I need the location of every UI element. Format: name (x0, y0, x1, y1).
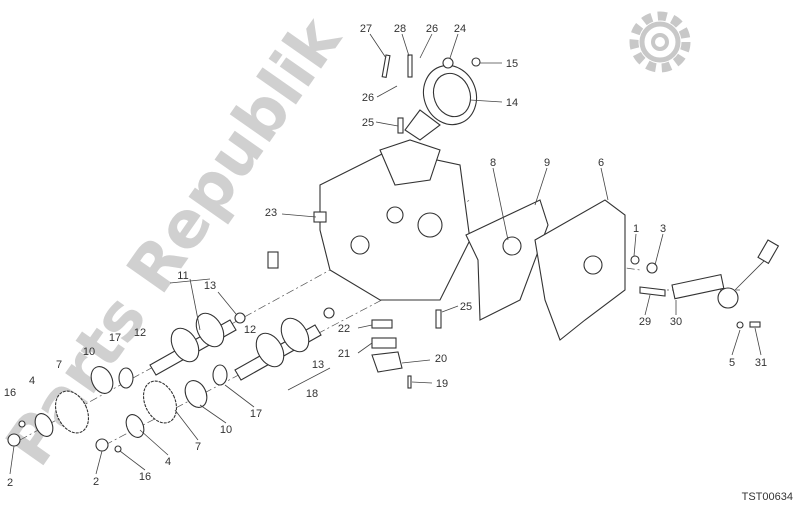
callout: 12 (244, 324, 256, 336)
valve-cover (465, 199, 626, 341)
watermark-text: Parts Republik (0, 4, 356, 479)
callout: 10 (220, 424, 232, 436)
callout: 6 (598, 157, 604, 169)
callout: 25 (460, 301, 472, 313)
callout: 10 (83, 346, 95, 358)
callout: 28 (394, 23, 406, 35)
small-parts (267, 54, 481, 389)
callout: 16 (139, 471, 151, 483)
callout: 14 (506, 97, 518, 109)
callout: 31 (755, 357, 767, 369)
callout: 3 (660, 223, 666, 235)
callout: 11 (177, 270, 188, 282)
callout: 30 (670, 316, 682, 328)
callout: 23 (265, 207, 277, 219)
callout: 1 (633, 223, 639, 235)
callout: 21 (338, 348, 350, 360)
sensor (630, 239, 780, 329)
callout: 26 (426, 23, 438, 35)
callout: 25 (362, 117, 374, 129)
intake-flange (404, 64, 478, 141)
callout: 22 (338, 323, 350, 335)
callout: 8 (490, 157, 496, 169)
callout: 15 (506, 58, 518, 70)
callout: 4 (165, 456, 171, 468)
callout: 27 (360, 23, 372, 35)
callout: 2 (7, 477, 13, 489)
gear-icon (629, 11, 691, 73)
callout: 18 (306, 388, 318, 400)
callout: 13 (204, 280, 216, 292)
callout: 16 (4, 387, 16, 399)
camshafts (149, 307, 335, 381)
callout: 9 (544, 157, 550, 169)
callout: 26 (362, 92, 374, 104)
callout: 4 (29, 375, 35, 387)
cylinder-head (319, 139, 471, 301)
callout: 29 (639, 316, 651, 328)
callout: 20 (435, 353, 447, 365)
callout: 7 (195, 441, 201, 453)
callout: 17 (109, 332, 121, 344)
callout: 7 (56, 359, 62, 371)
leader-lines (9, 33, 762, 475)
callout: 2 (93, 476, 99, 488)
callout: 12 (134, 327, 146, 339)
diagram-code: TST00634 (741, 491, 793, 503)
callout: 19 (436, 378, 448, 390)
callout: 24 (454, 23, 466, 35)
callouts: 27 28 26 24 15 26 14 25 8 9 6 23 1 3 11 … (4, 23, 767, 489)
callout: 13 (312, 359, 324, 371)
callout: 5 (729, 357, 735, 369)
callout: 17 (250, 408, 262, 420)
